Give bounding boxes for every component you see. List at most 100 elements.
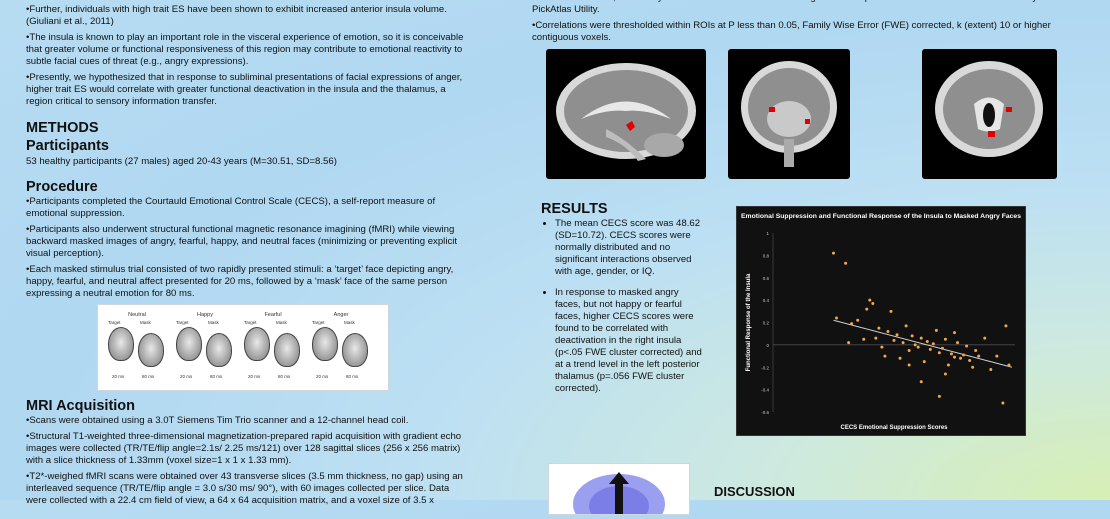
data-point <box>962 353 966 357</box>
target-label: Target <box>244 320 257 325</box>
data-point <box>937 394 941 398</box>
target-duration: 20 ms <box>248 374 261 379</box>
y-axis-label: Functional Response of the Insula <box>746 273 752 371</box>
data-point <box>931 342 935 346</box>
data-point <box>847 341 851 345</box>
target-face <box>312 327 338 361</box>
scatter-chart: Emotional Suppression and Functional Res… <box>736 206 1026 436</box>
data-point <box>898 356 902 360</box>
mri-paragraph-1: •Scans were obtained using a 3.0T Siemen… <box>26 415 409 426</box>
data-point <box>913 343 917 347</box>
y-tick-label: 0.4 <box>763 298 770 303</box>
y-tick-label: -0.4 <box>761 388 769 393</box>
mask-duration: 80 ms <box>346 374 359 379</box>
data-point <box>844 261 848 265</box>
y-tick-label: -0.2 <box>761 365 769 370</box>
brain-sagittal-image <box>546 49 706 179</box>
mask-label: Mask <box>276 320 287 325</box>
mask-face <box>342 333 368 367</box>
data-point <box>874 336 878 340</box>
mask-label: Mask <box>344 320 355 325</box>
results-bullet-2: In response to masked angry faces, but n… <box>555 287 703 395</box>
trendline <box>833 319 1013 368</box>
data-point <box>835 316 839 320</box>
data-point <box>934 328 938 332</box>
procedure-heading: Procedure <box>26 179 98 195</box>
data-point <box>892 338 896 342</box>
intro-paragraph-2: •The insula is known to play an importan… <box>26 32 464 67</box>
mask-face <box>138 333 164 367</box>
target-label: Target <box>108 320 121 325</box>
analysis-section: Anatomical Atlases, defined by the Autom… <box>532 0 1077 48</box>
data-point <box>883 354 887 358</box>
data-point <box>850 322 854 326</box>
data-point <box>983 336 987 340</box>
y-tick-label: 0.2 <box>763 321 770 326</box>
data-point <box>910 334 914 338</box>
data-point <box>1004 324 1008 328</box>
y-tick-label: 1 <box>766 231 769 236</box>
trial-label: Fearful <box>264 312 282 318</box>
procedure-paragraph-1: •Participants completed the Courtauld Em… <box>26 196 436 219</box>
mask-face <box>274 333 300 367</box>
mri-paragraph-3: •T2*-weighed fMRI scans were obtained ov… <box>26 471 463 506</box>
data-point <box>907 348 911 352</box>
data-point <box>989 367 993 371</box>
brain-coronal-image-2 <box>922 49 1057 179</box>
intro-paragraph-3: •Presently, we hypothesized that in resp… <box>26 72 463 107</box>
intro-paragraph-1: •Further, individuals with high trait ES… <box>26 4 447 27</box>
results-heading: RESULTS <box>541 201 608 217</box>
data-point <box>901 341 905 345</box>
data-point <box>877 326 881 330</box>
data-point <box>895 333 899 337</box>
data-point <box>868 298 872 302</box>
data-point <box>880 345 884 349</box>
data-point <box>832 251 835 255</box>
data-point <box>889 309 893 313</box>
data-point <box>916 345 920 349</box>
participants-text: 53 healthy participants (27 males) aged … <box>26 156 337 167</box>
data-point <box>940 346 944 350</box>
results-list: The mean CECS score was 48.62 (SD=10.72)… <box>541 218 703 404</box>
target-face <box>176 327 202 361</box>
mask-duration: 80 ms <box>278 374 291 379</box>
data-point <box>943 337 947 341</box>
data-point <box>862 337 866 341</box>
data-point <box>968 359 972 363</box>
chart-title: Emotional Suppression and Functional Res… <box>741 213 1021 220</box>
data-point <box>937 351 941 355</box>
mask-label: Mask <box>208 320 219 325</box>
data-point <box>953 355 956 359</box>
data-point <box>907 363 911 367</box>
x-axis-label: CECS Emotional Suppression Scores <box>840 425 948 431</box>
procedure-paragraph-3: •Each masked stimulus trial consisted of… <box>26 264 454 299</box>
target-face <box>244 327 270 361</box>
results-bullet-1: The mean CECS score was 48.62 (SD=10.72)… <box>555 218 703 278</box>
mask-face <box>206 333 232 367</box>
target-label: Target <box>176 320 189 325</box>
mask-label: Mask <box>140 320 151 325</box>
data-point <box>922 360 926 364</box>
data-point <box>928 347 932 351</box>
target-label: Target <box>312 320 325 325</box>
y-tick-label: 0.8 <box>763 253 770 258</box>
data-point <box>919 380 923 384</box>
target-face <box>108 327 134 361</box>
data-point <box>865 307 869 311</box>
discussion-heading: DISCUSSION <box>714 484 795 499</box>
data-point <box>919 336 923 340</box>
data-point <box>956 341 960 345</box>
data-point <box>856 318 860 322</box>
mri-paragraph-2: •Structural T1-weighted three-dimensiona… <box>26 431 462 466</box>
data-point <box>977 354 981 358</box>
procedure-paragraph-2: •Participants also underwent structural … <box>26 224 458 259</box>
y-tick-label: 0.6 <box>763 276 770 281</box>
y-tick-label: 0 <box>766 343 769 348</box>
data-point <box>904 324 908 328</box>
mask-duration: 80 ms <box>142 374 155 379</box>
